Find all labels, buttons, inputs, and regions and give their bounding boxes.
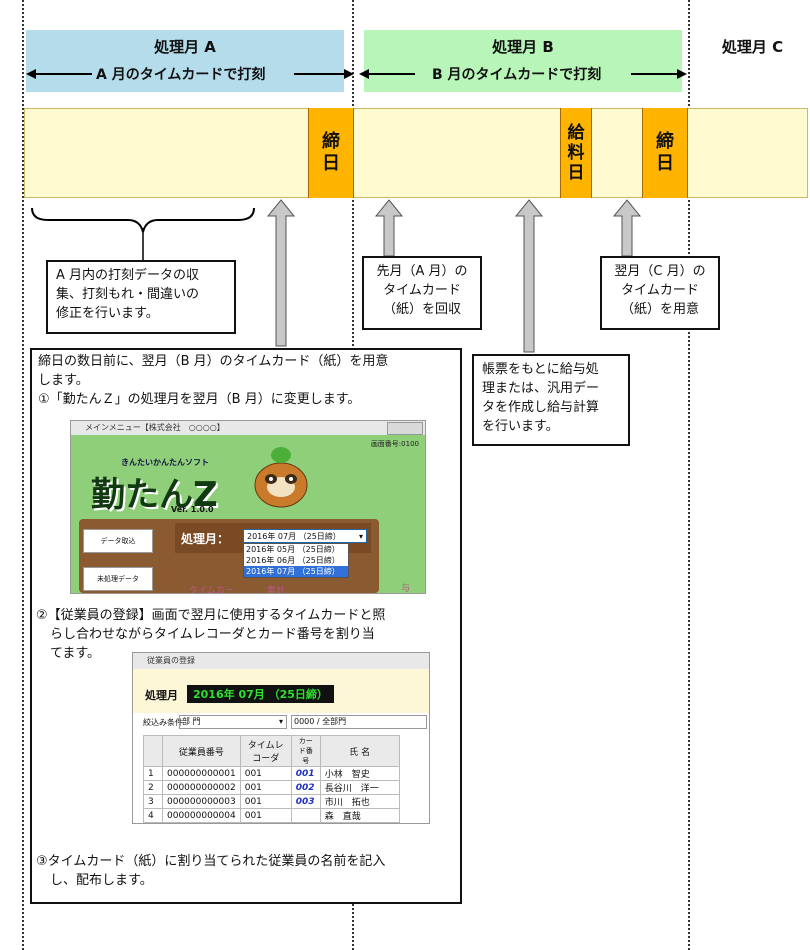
col-header: 氏 名 — [319, 735, 400, 767]
arrow-month-a-icon — [26, 69, 354, 79]
header-month-c-title: 処理月 C — [721, 38, 784, 56]
app-subtitle: きんたいかんたんソフト — [121, 458, 209, 467]
note-a-collect: A 月内の打刻データの収集、打刻もれ・間違いの修正を行います。 — [46, 260, 236, 334]
main-step1: ①「勤たんＺ」の処理月を翌月（B 月）に変更します。 — [38, 392, 361, 407]
arrow-month-b-text: B 月のタイムカードで打刻 — [432, 67, 602, 83]
timeline-seg-b1 — [354, 108, 560, 198]
header-month-b: 処理月 B — [364, 30, 682, 92]
up-arrow-collect-icon — [374, 199, 404, 257]
month-label: 処理月： — [181, 532, 230, 546]
main-intro-2: します。 — [38, 373, 89, 388]
brace-connector-icon — [142, 228, 144, 262]
up-arrow-kyuryo-icon — [514, 199, 544, 353]
arrow-month-a-text: A 月のタイムカードで打刻 — [96, 67, 266, 83]
timeline-shime-b: 締日 — [642, 108, 688, 198]
divider-bc — [688, 0, 690, 950]
timeline-shime-a: 締日 — [308, 108, 354, 198]
main-step3: ③タイムカード（紙）に割り当てられた従業員の名前を記入 し、配布します。 — [36, 854, 386, 888]
divider-left — [22, 0, 24, 950]
chevron-down-icon: ▾ — [278, 717, 283, 726]
month-option-3[interactable]: 2016年 07月 （25日締） — [244, 566, 348, 577]
note-b-collect-card: 先月（A 月）のタイムカード（紙）を回収 — [362, 256, 482, 330]
raccoon-mascot-icon — [254, 447, 308, 508]
header-month-a: 処理月 A — [26, 30, 344, 92]
screenshot-employee-register: 従業員の登録 処理月 2016年 07月 （25日締） 絞込み条件 部 門▾ 0… — [132, 652, 430, 824]
header-month-b-title: 処理月 B — [492, 38, 554, 56]
col-header: 従業員番号 — [162, 735, 241, 767]
main-intro-1: 締日の数日前に、翌月（B 月）のタイムカード（紙）を用意 — [38, 354, 389, 369]
screenshot-main-menu: メインメニュー【株式会社 ○○○○】 画面番号:0100 きんたいかんたんソフト… — [70, 420, 426, 594]
app-logo: 勤たんZ — [91, 475, 218, 515]
process-month-label: 処理月 — [145, 689, 178, 702]
col-header: カード番号 — [290, 735, 321, 767]
bg-tab-timecard: タイムカー — [189, 586, 234, 594]
main-step2: ②【従業員の登録】画面で翌月に使用するタイムカードと照 らし合わせながらタイムレ… — [36, 608, 386, 661]
employee-header-area: 処理月 2016年 07月 （25日締） — [133, 669, 429, 713]
month-dropdown: 2016年 05月 （25日締） 2016年 06月 （25日締） 2016年 … — [243, 543, 349, 578]
col-header: タイムレコーダ — [239, 735, 292, 767]
bg-tab-salary: 与 — [401, 584, 411, 594]
timeline-seg-c — [688, 108, 808, 198]
header-month-a-title: 処理月 A — [154, 38, 216, 56]
timeline-kyuryo: 給料日 — [560, 108, 592, 198]
col-header — [143, 735, 163, 767]
bg-tab-summary: 集計 — [267, 586, 286, 594]
arrow-month-b-icon — [359, 69, 687, 79]
up-arrow-shime-a-icon — [266, 199, 296, 347]
header-month-c: 処理月 C — [700, 30, 805, 60]
app-version: Ver. 1.0.0 — [171, 505, 214, 514]
main-menu-titlebar: メインメニュー【株式会社 ○○○○】 — [71, 421, 425, 435]
month-select[interactable]: 2016年 07月 （25日締）▾ — [243, 529, 367, 543]
employee-titlebar: 従業員の登録 — [133, 653, 429, 669]
timeline-band: 締日 給料日 締日 — [24, 108, 810, 198]
filter-select[interactable]: 部 門▾ — [179, 715, 287, 729]
screen-number: 画面番号:0100 — [370, 440, 419, 448]
up-arrow-prepare-icon — [612, 199, 642, 257]
note-payroll: 帳票をもとに給与処理または、汎用データを作成し給与計算を行います。 — [472, 354, 630, 446]
note-c-prepare: 翌月（C 月）のタイムカード（紙）を用意 — [600, 256, 720, 330]
data-import-button[interactable]: データ取込 — [83, 529, 153, 553]
month-option-2[interactable]: 2016年 06月 （25日締） — [246, 556, 340, 565]
month-option-1[interactable]: 2016年 05月 （25日締） — [246, 545, 340, 554]
filter-row: 絞込み条件 部 門▾ 0000 / 全部門 — [133, 713, 429, 731]
dept-select[interactable]: 0000 / 全部門 — [291, 715, 427, 729]
process-month-value: 2016年 07月 （25日締） — [187, 685, 334, 703]
unprocessed-data-button[interactable]: 未処理データ — [83, 567, 153, 591]
timeline-seg-b2 — [592, 108, 642, 198]
timeline-seg-a — [24, 108, 308, 198]
chevron-down-icon: ▾ — [358, 532, 363, 541]
